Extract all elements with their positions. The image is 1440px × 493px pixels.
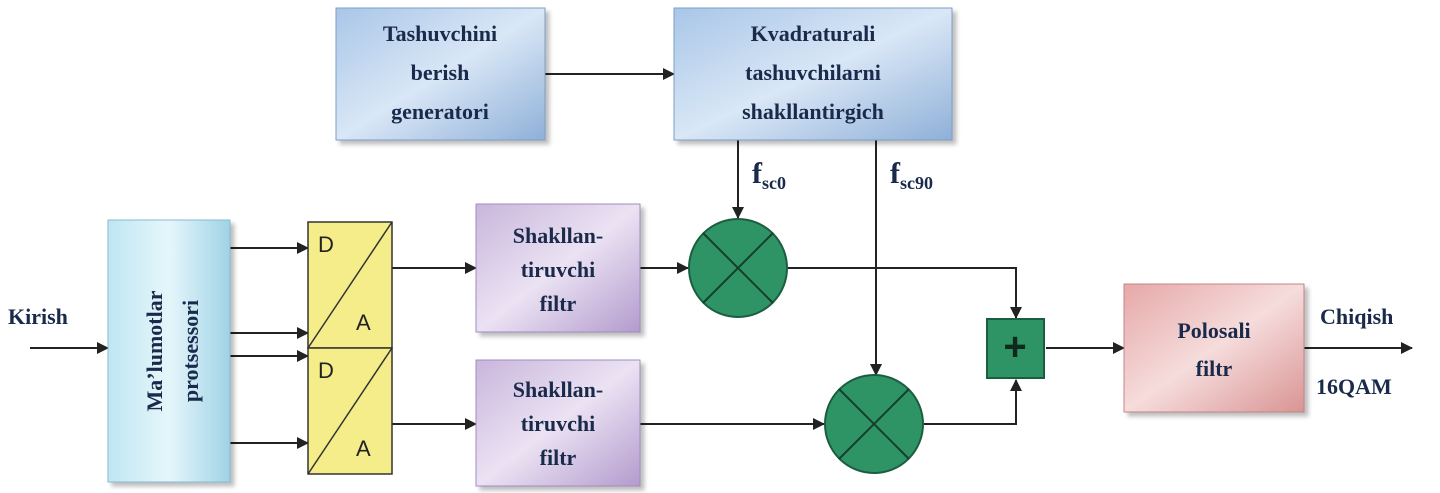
adder-block: + xyxy=(986,318,1045,379)
carrier-generator-block: Tashuvchini berish generatori xyxy=(335,7,546,141)
mixer-bottom xyxy=(824,374,924,474)
bandpass-filter-box xyxy=(1123,283,1305,413)
shaping-filter-top-label-2: tiruvchi xyxy=(521,257,596,282)
dac-top-block: D A xyxy=(307,221,393,349)
shaping-filter-bottom-box xyxy=(475,359,641,487)
fsc0-label: fsc0 xyxy=(752,157,786,193)
data-processor-box xyxy=(107,219,231,483)
quadrature-former-label-1: Kvadraturali xyxy=(751,21,876,46)
mixer-bottom-cross-b xyxy=(838,388,910,460)
carrier-generator-label-1: Tashuvchini xyxy=(383,21,497,46)
input-label: Kirish xyxy=(8,304,68,329)
wire-mixer2-adder xyxy=(924,379,1022,425)
quadrature-former-block: Kvadraturali tashuvchilarni shakllantirg… xyxy=(673,7,953,141)
wires xyxy=(30,68,1413,449)
bandpass-filter-label-1: Polosali xyxy=(1177,318,1250,343)
mixer-top xyxy=(688,218,788,318)
bandpass-filter-block: Polosali filtr xyxy=(1123,283,1305,413)
quadrature-former-box xyxy=(673,7,953,141)
dac-bottom-d: D xyxy=(318,358,334,383)
fsc90-sub: sc90 xyxy=(900,173,933,193)
quadrature-former-label-3: shakllantirgich xyxy=(742,99,884,124)
dac-bottom-diagonal xyxy=(307,347,393,475)
mixer-top-cross-b xyxy=(702,232,774,304)
dac-bottom-block: D A xyxy=(307,347,393,475)
shaping-filter-top-box xyxy=(475,203,641,333)
shaping-filter-bottom-label-1: Shakllan- xyxy=(513,377,604,402)
shaping-filter-top-label-1: Shakllan- xyxy=(513,223,604,248)
fsc90-main: f xyxy=(890,157,901,190)
dac-bottom-a: A xyxy=(356,436,371,461)
data-processor-label-2: protsessori xyxy=(178,300,203,402)
data-processor-block: Ma’lumotlar protsessori xyxy=(107,219,231,483)
output-type-label: 16QAM xyxy=(1316,374,1392,399)
shaping-filter-top-label-3: filtr xyxy=(540,291,577,316)
dac-top-diagonal xyxy=(307,221,393,349)
data-processor-label-1: Ma’lumotlar xyxy=(142,290,167,411)
bandpass-filter-label-2: filtr xyxy=(1196,356,1233,381)
fsc0-sub: sc0 xyxy=(762,173,786,193)
dac-top-a: A xyxy=(356,310,371,335)
fsc90-label: fsc90 xyxy=(890,157,933,193)
dac-top-d: D xyxy=(318,232,334,257)
shaping-filter-bottom-label-3: filtr xyxy=(540,445,577,470)
output-label: Chiqish xyxy=(1320,304,1393,329)
quadrature-former-label-2: tashuvchilarni xyxy=(745,60,881,85)
carrier-generator-label-3: generatori xyxy=(391,99,489,124)
wire-mixer1-adder xyxy=(788,267,1022,319)
carrier-generator-label-2: berish xyxy=(411,60,470,85)
fsc0-main: f xyxy=(752,157,763,190)
adder-box xyxy=(986,318,1045,379)
shaping-filter-bottom-block: Shakllan- tiruvchi filtr xyxy=(475,359,641,487)
shaping-filter-bottom-label-2: tiruvchi xyxy=(521,411,596,436)
adder-symbol: + xyxy=(1003,325,1026,369)
shaping-filter-top-block: Shakllan- tiruvchi filtr xyxy=(475,203,641,333)
carrier-generator-box xyxy=(335,7,546,141)
